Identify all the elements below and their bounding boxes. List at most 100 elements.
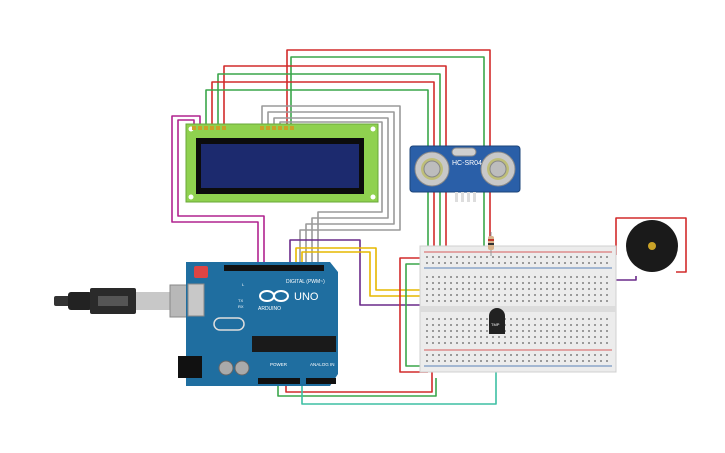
breadboard-hole <box>588 324 590 326</box>
breadboard-hole <box>492 300 494 302</box>
breadboard-hole <box>606 318 608 320</box>
breadboard-hole <box>504 342 506 344</box>
breadboard-hole <box>552 294 554 296</box>
breadboard-hole <box>498 360 500 362</box>
breadboard-hole <box>474 318 476 320</box>
breadboard-hole <box>426 324 428 326</box>
breadboard-hole <box>558 294 560 296</box>
breadboard-hole <box>582 354 584 356</box>
breadboard-hole <box>504 336 506 338</box>
breadboard-hole <box>510 288 512 290</box>
breadboard-hole <box>510 300 512 302</box>
ultrasonic-label: HC-SR04 <box>452 160 482 167</box>
breadboard-hole <box>558 342 560 344</box>
breadboard-hole <box>498 336 500 338</box>
power-header-label: POWER <box>270 362 288 367</box>
breadboard-hole <box>486 262 488 264</box>
breadboard-hole <box>438 256 440 258</box>
breadboard-hole <box>528 330 530 332</box>
breadboard-hole <box>534 276 536 278</box>
breadboard-hole <box>474 330 476 332</box>
breadboard-hole <box>516 342 518 344</box>
breadboard-hole <box>432 276 434 278</box>
breadboard-hole <box>432 354 434 356</box>
breadboard-hole <box>486 354 488 356</box>
wire-gray <box>261 105 401 265</box>
breadboard-hole <box>480 288 482 290</box>
breadboard-hole <box>546 262 548 264</box>
breadboard-hole <box>426 342 428 344</box>
breadboard-hole <box>426 256 428 258</box>
breadboard-hole <box>468 354 470 356</box>
breadboard-hole <box>552 330 554 332</box>
breadboard-hole <box>450 342 452 344</box>
breadboard-hole <box>438 330 440 332</box>
breadboard-hole <box>450 256 452 258</box>
breadboard-hole <box>540 256 542 258</box>
breadboard-hole <box>438 336 440 338</box>
wire-yellow <box>295 247 462 291</box>
breadboard-hole <box>474 288 476 290</box>
breadboard-hole <box>426 282 428 284</box>
breadboard-hole <box>480 354 482 356</box>
breadboard-hole <box>450 262 452 264</box>
breadboard-hole <box>432 300 434 302</box>
breadboard-hole <box>438 282 440 284</box>
breadboard-hole <box>438 276 440 278</box>
breadboard-hole <box>480 324 482 326</box>
breadboard-hole <box>546 354 548 356</box>
breadboard-hole <box>462 294 464 296</box>
breadboard-hole <box>462 354 464 356</box>
breadboard-hole <box>528 354 530 356</box>
breadboard-hole <box>450 288 452 290</box>
breadboard-hole <box>540 276 542 278</box>
breadboard-hole <box>522 262 524 264</box>
breadboard-hole <box>552 360 554 362</box>
breadboard-hole <box>600 300 602 302</box>
breadboard-hole <box>528 318 530 320</box>
breadboard-hole <box>432 262 434 264</box>
wire-red <box>399 257 428 373</box>
breadboard-hole <box>564 288 566 290</box>
breadboard-hole <box>444 294 446 296</box>
breadboard-hole <box>570 294 572 296</box>
breadboard-hole <box>468 294 470 296</box>
breadboard-hole <box>492 354 494 356</box>
breadboard-hole <box>534 282 536 284</box>
breadboard-hole <box>486 294 488 296</box>
breadboard-hole <box>540 354 542 356</box>
breadboard-hole <box>492 262 494 264</box>
breadboard-hole <box>462 256 464 258</box>
breadboard-hole <box>480 360 482 362</box>
breadboard-hole <box>468 342 470 344</box>
breadboard-hole <box>588 360 590 362</box>
breadboard-hole <box>594 354 596 356</box>
breadboard-hole <box>606 282 608 284</box>
breadboard-hole <box>468 360 470 362</box>
breadboard-hole <box>432 360 434 362</box>
breadboard-hole <box>444 300 446 302</box>
breadboard-hole <box>480 318 482 320</box>
breadboard-hole <box>534 262 536 264</box>
led-tx-label: TX <box>238 298 243 303</box>
breadboard-hole <box>498 300 500 302</box>
breadboard-hole <box>480 282 482 284</box>
breadboard-hole <box>432 288 434 290</box>
breadboard-hole <box>582 282 584 284</box>
breadboard-hole <box>558 330 560 332</box>
breadboard-hole <box>558 276 560 278</box>
breadboard-hole <box>564 354 566 356</box>
breadboard-hole <box>600 256 602 258</box>
breadboard-hole <box>558 354 560 356</box>
breadboard-hole <box>558 288 560 290</box>
breadboard-hole <box>504 256 506 258</box>
breadboard-hole <box>546 288 548 290</box>
breadboard-hole <box>540 288 542 290</box>
breadboard-hole <box>444 342 446 344</box>
breadboard-hole <box>480 276 482 278</box>
breadboard-hole <box>480 294 482 296</box>
breadboard-hole <box>570 318 572 320</box>
breadboard-hole <box>504 360 506 362</box>
breadboard-hole <box>444 262 446 264</box>
breadboard-hole <box>600 288 602 290</box>
